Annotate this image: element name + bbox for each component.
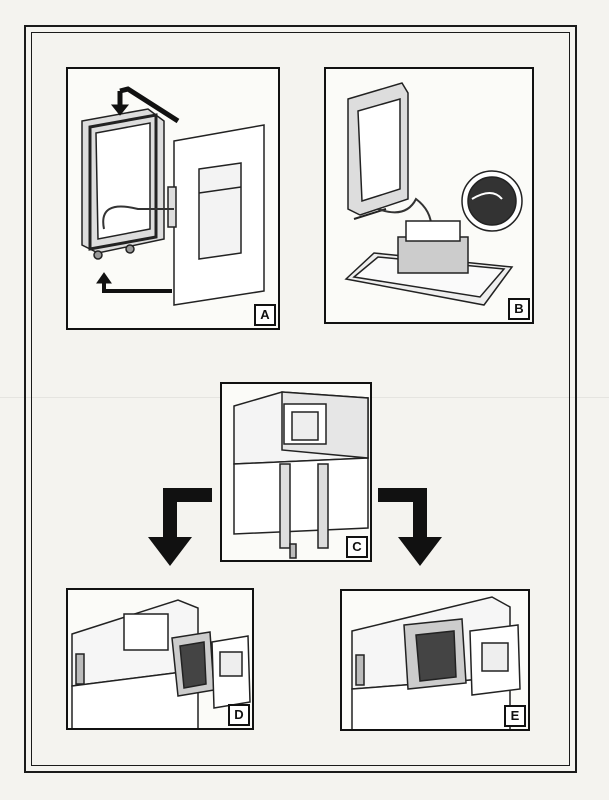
arrow-right-icon [378,488,442,566]
page-border-inner [31,32,570,766]
arrow-left-icon [148,488,212,566]
detail-magnifier-icon [461,170,523,232]
cable-icon [102,205,174,230]
cover-plate-icon [469,624,521,696]
cover-plate-icon [167,124,265,306]
figure-e-label: E [504,705,526,727]
figure-d-label: D [228,704,250,726]
figure-a-label: A [254,304,276,326]
figure-b-label: B [508,298,530,320]
flush-unit-icon [344,220,514,306]
figure-b: B [324,67,534,324]
mounting-frame-icon [347,82,409,220]
figure-e: E [340,589,530,731]
arrow-bottom-icon [96,272,172,293]
frame-icon [171,631,215,697]
figure-a: A [66,67,280,330]
figure-e-illustration [351,596,521,729]
figure-b-illustration [344,82,523,306]
figure-c-label: C [346,536,368,558]
figure-d: D [66,588,254,730]
figure-c-illustration [233,391,369,559]
cistern-icon [71,599,199,728]
mounting-frame-icon [81,108,165,260]
frame-icon [403,618,467,690]
cistern-icon [233,391,369,559]
figure-d-illustration [71,599,251,728]
figure-c: C [220,382,372,562]
figure-a-illustration [81,86,265,306]
arrow-top-icon [110,86,180,124]
page-border-outer [24,25,577,773]
cover-plate-icon [211,635,251,709]
